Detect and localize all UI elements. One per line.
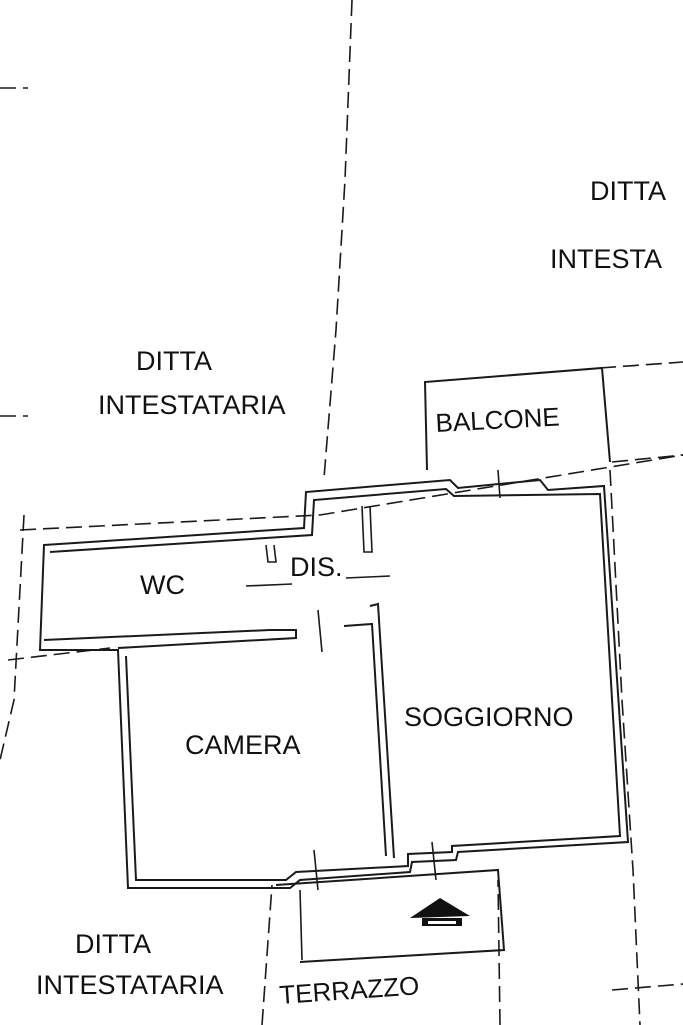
- boundary-top-vertical: [323, 0, 353, 479]
- boundary-right-vertical: [609, 469, 641, 1025]
- dis-label: DIS.: [290, 552, 343, 582]
- camera-door-line: [313, 849, 319, 891]
- camera-soggiorno-wall: [369, 602, 395, 859]
- wc-label: WC: [140, 570, 185, 600]
- owner-top-right-line1: DITTA: [590, 176, 666, 206]
- owner-top-right-line2: INTESTA: [550, 244, 662, 274]
- boundary-bottom-left: [261, 884, 273, 1025]
- boundary-right-bottom: [611, 983, 683, 991]
- boundary-left-lower: [7, 647, 111, 661]
- owner-mid-left-line2: INTESTATARIA: [98, 390, 286, 420]
- camera-soggiorno-wall-2: [343, 622, 387, 857]
- wc-camera-wall: [43, 629, 297, 649]
- soggiorno-door-jamb: [497, 469, 501, 499]
- boundary-left-edge: [0, 514, 25, 761]
- soggiorno-label: SOGGIORNO: [404, 702, 574, 732]
- boundary-right-top: [599, 361, 683, 369]
- balcone-outline: [423, 366, 611, 471]
- corridor-line: [317, 609, 323, 653]
- entrance-arrow-icon: [410, 898, 470, 926]
- wc-door-jamb: [265, 544, 277, 563]
- apartment-walls: [38, 469, 630, 891]
- dis-line-2: [345, 575, 391, 579]
- dis-door-jamb: [361, 505, 373, 553]
- outer-wall: [38, 478, 630, 889]
- outer-wall-inner: [49, 487, 622, 881]
- balcone-label: BALCONE: [435, 402, 561, 438]
- boundary-bottom-right: [497, 879, 501, 1025]
- boundary-top-apt: [19, 454, 683, 531]
- owner-bottom-left-line2: INTESTATARIA: [36, 970, 224, 1000]
- terrazzo-label: TERRAZZO: [278, 970, 420, 1010]
- owner-mid-left-line1: DITTA: [136, 346, 212, 376]
- dis-line: [245, 583, 293, 587]
- terrazzo-outline: [275, 868, 506, 963]
- terrazzo-divider: [299, 889, 303, 961]
- camera-label: CAMERA: [185, 730, 301, 760]
- owner-bottom-left-line1: DITTA: [75, 929, 151, 959]
